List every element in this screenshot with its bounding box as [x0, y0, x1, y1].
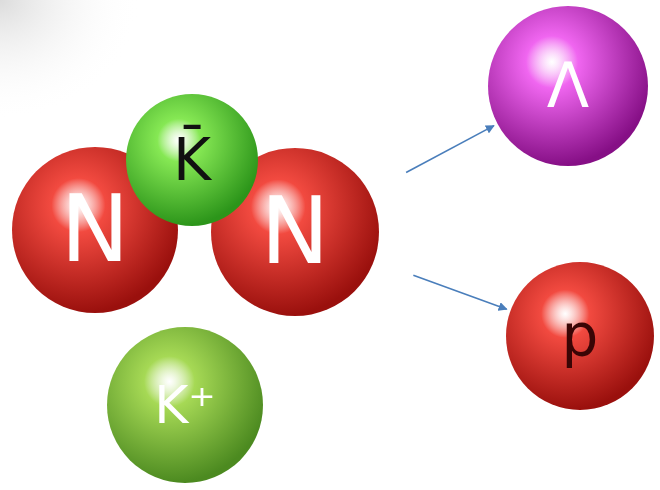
sphere — [126, 94, 258, 226]
lambda-sphere: Λ — [488, 6, 648, 166]
corner-shade — [0, 0, 140, 120]
decay-arrow — [413, 275, 506, 309]
particle-symbol: K̄ — [173, 131, 211, 189]
proton-sphere: p — [506, 262, 654, 410]
particle-symbol: K⁺ — [154, 379, 216, 431]
particle-symbol: N — [261, 186, 330, 278]
particle-symbol: N — [61, 184, 130, 276]
sphere — [488, 6, 648, 166]
kaon-sphere: K⁺ — [107, 327, 263, 483]
particle-symbol: p — [562, 307, 599, 365]
sphere — [506, 262, 654, 410]
sphere — [211, 148, 379, 316]
particle-symbol: Λ — [547, 55, 589, 117]
sphere — [107, 327, 263, 483]
antikaon-sphere: K̄ — [126, 94, 258, 226]
decay-arrow — [406, 126, 494, 173]
